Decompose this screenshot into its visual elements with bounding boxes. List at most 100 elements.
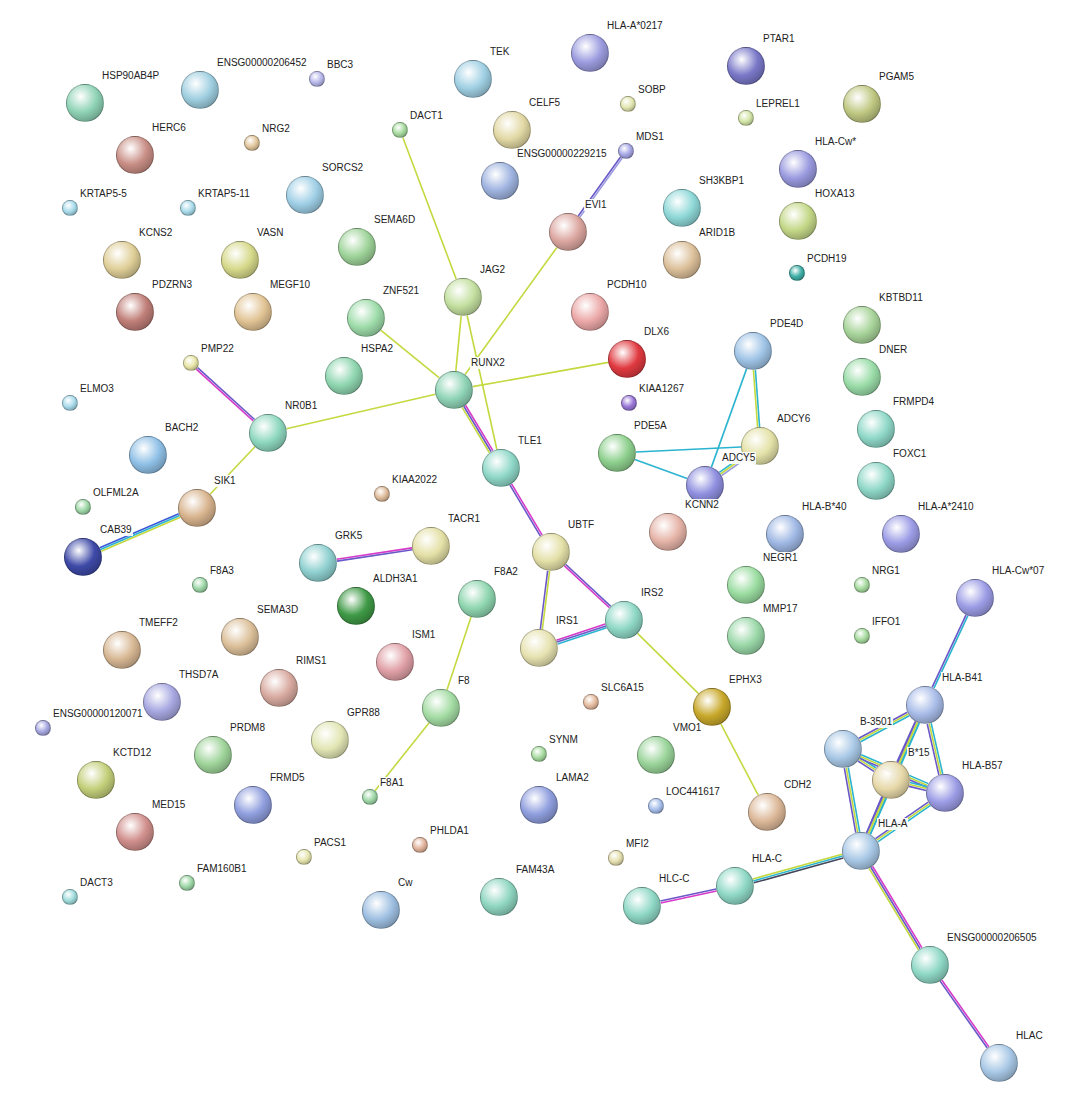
protein-node: ALDH3A1 (337, 587, 375, 625)
evidence-line (929, 724, 941, 775)
node-label: HLA-A*0217 (606, 20, 664, 32)
protein-node: TEK (454, 60, 492, 98)
node-label: HLA-B57 (961, 760, 1004, 772)
node-label: SYNM (548, 734, 579, 746)
evidence-line (846, 768, 857, 833)
protein-sphere (716, 867, 754, 905)
protein-sphere (854, 577, 870, 593)
evidence-line (859, 712, 908, 738)
protein-sphere (779, 150, 817, 188)
interaction-edge (456, 316, 461, 371)
protein-sphere (531, 746, 547, 762)
protein-sphere (376, 643, 414, 681)
protein-node: HLA-A (842, 832, 880, 870)
interaction-edge (660, 889, 716, 903)
protein-node: RIMS1 (260, 669, 298, 707)
protein-sphere (192, 577, 208, 593)
evidence-line (875, 802, 928, 838)
protein-node: KCNN2 (649, 513, 687, 551)
node-label: PCDH19 (806, 253, 847, 265)
interaction-edge (753, 370, 759, 427)
node-label: ADCY6 (776, 413, 811, 425)
node-label: CDH2 (783, 779, 812, 791)
protein-node: ZNF521 (347, 299, 385, 337)
interaction-edge (909, 783, 927, 791)
node-label: SEMA6D (373, 214, 416, 226)
protein-node: KIAA2022 (374, 486, 390, 502)
protein-node: HLA-B*40 (766, 515, 804, 553)
node-label: TEK (489, 46, 510, 58)
protein-sphere (103, 631, 141, 669)
interaction-edge (403, 137, 456, 279)
protein-sphere (906, 686, 944, 724)
node-label: ENSG00000206505 (946, 932, 1038, 944)
interaction-edge (465, 247, 557, 374)
node-label: Cw (397, 877, 413, 889)
protein-node: OLFML2A (75, 499, 91, 515)
protein-node: SIK1 (178, 489, 216, 527)
protein-node: NRG2 (244, 135, 260, 151)
node-label: GPR88 (346, 707, 381, 719)
node-label: SEMA3D (256, 604, 299, 616)
interaction-edge (940, 980, 989, 1048)
protein-sphere (435, 371, 473, 409)
protein-sphere (649, 513, 687, 551)
protein-sphere (374, 486, 390, 502)
protein-sphere (520, 629, 558, 667)
node-label: BBC3 (326, 59, 354, 71)
interaction-edge (510, 484, 542, 536)
node-label: HLC-C (658, 873, 691, 885)
protein-node: THSD7A (143, 683, 181, 721)
protein-sphere (520, 786, 558, 824)
protein-node: EPHX3 (693, 688, 731, 726)
node-label: TMEFF2 (138, 617, 179, 629)
protein-sphere (824, 730, 862, 768)
evidence-line (403, 137, 456, 279)
protein-sphere (532, 533, 570, 571)
evidence-line (465, 247, 557, 374)
protein-sphere (299, 544, 337, 582)
interaction-edge (540, 571, 549, 630)
protein-node: ENSG00000206505 (911, 946, 949, 984)
node-label: HLA-Cw*07 (991, 565, 1045, 577)
protein-sphere (64, 538, 102, 576)
node-label: ALDH3A1 (372, 573, 418, 585)
protein-node: KIAA1267 (621, 395, 637, 411)
protein-sphere (598, 434, 636, 472)
evidence-line (375, 723, 429, 791)
protein-node: GRK5 (299, 544, 337, 582)
protein-sphere (911, 946, 949, 984)
evidence-line (210, 447, 255, 494)
protein-sphere (62, 889, 78, 905)
node-label: KCTD12 (112, 747, 152, 759)
node-label: HLAC (1015, 1030, 1044, 1042)
evidence-line (844, 768, 855, 833)
protein-sphere (882, 515, 920, 553)
node-label: F8A2 (493, 566, 519, 578)
protein-node: PHLDA1 (412, 837, 428, 853)
protein-node: IFFO1 (854, 628, 870, 644)
protein-sphere (392, 122, 408, 138)
protein-sphere (857, 462, 895, 500)
protein-sphere (854, 628, 870, 644)
protein-node: HLAC (980, 1044, 1018, 1082)
protein-node: HOXA13 (779, 202, 817, 240)
protein-node: RUNX2 (435, 371, 473, 409)
node-label: PRDM8 (229, 722, 266, 734)
node-label: ARID1B (698, 227, 736, 239)
protein-node: MED15 (116, 813, 154, 851)
protein-sphere (734, 332, 772, 370)
evidence-line (858, 761, 874, 771)
protein-node: PDE5A (598, 434, 636, 472)
node-label: PDZRN3 (151, 279, 193, 291)
evidence-line (100, 514, 179, 548)
protein-node: PGAM5 (843, 85, 881, 123)
protein-sphere (571, 34, 609, 72)
node-label: IFFO1 (871, 616, 901, 628)
protein-sphere (194, 736, 232, 774)
protein-node: KRTAP5-5 (62, 200, 78, 216)
protein-node: DNER (843, 358, 881, 396)
protein-node: FAM160B1 (179, 875, 195, 891)
protein-node: SORCS2 (286, 176, 324, 214)
